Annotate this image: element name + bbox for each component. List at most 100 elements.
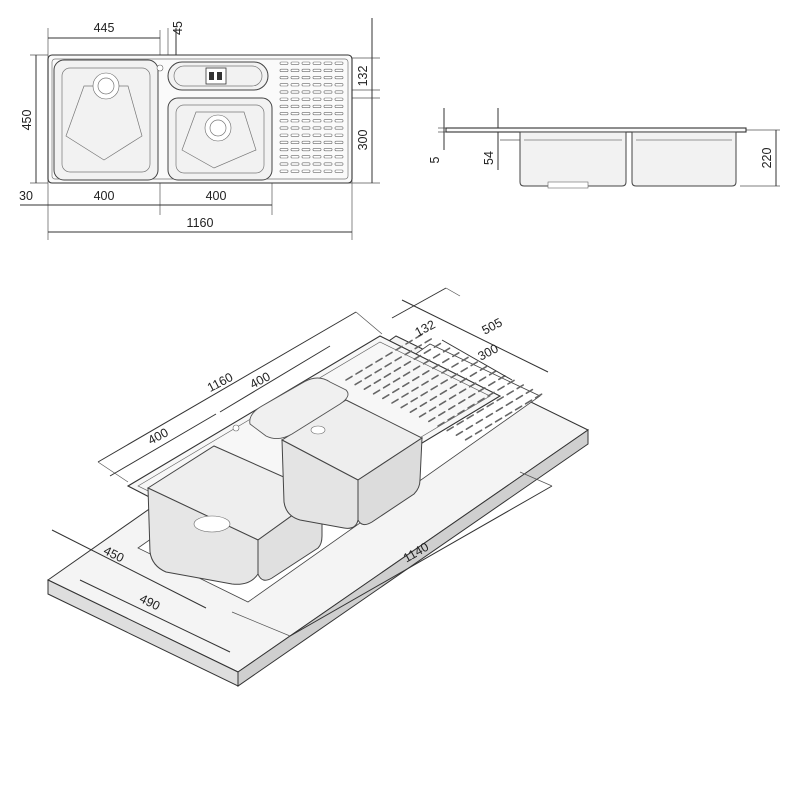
dim-54: 54: [482, 151, 496, 165]
drainer-groove: [312, 97, 322, 101]
iso-drainer-groove: [458, 388, 467, 394]
iso-drainer-groove: [432, 353, 441, 359]
iso-drainer-groove: [469, 371, 478, 378]
drainer-groove: [301, 126, 311, 130]
drainer-groove: [312, 119, 322, 123]
drainer-groove: [312, 68, 322, 72]
drainer-groove: [334, 112, 344, 116]
iso-drainer-groove: [504, 411, 513, 417]
drainer-groove: [312, 112, 322, 116]
iso-drainer-groove: [420, 391, 429, 397]
iso-drainer-groove: [477, 386, 486, 393]
iso-drainer-groove: [364, 374, 373, 380]
iso-drainer-groove: [525, 388, 534, 395]
iso-drainer-groove: [496, 396, 505, 402]
iso-drainer-groove: [402, 371, 411, 377]
iso-drainer-groove: [375, 357, 383, 363]
iso-drainer-groove: [506, 390, 515, 396]
drainer-groove: [279, 68, 289, 72]
drainer-groove: [334, 83, 344, 87]
drainer-groove: [312, 104, 322, 108]
side-rim: [445, 127, 747, 133]
iso-drainer-groove: [410, 397, 419, 403]
dim-300: 300: [356, 130, 370, 151]
iso-drainer-groove: [365, 363, 373, 369]
iso-dim-132: 132: [413, 317, 438, 339]
iso-drainer-groove: [345, 375, 353, 381]
iso-drainer-groove: [456, 420, 465, 426]
drainer-groove: [279, 97, 289, 101]
drainer-groove: [312, 90, 322, 94]
drainer-groove: [334, 126, 344, 130]
iso-drainer-groove: [395, 345, 403, 351]
iso-drainer-groove: [381, 393, 390, 400]
iso-drainer-groove: [477, 397, 485, 403]
drainer-groove: [279, 90, 289, 94]
drainer-groove: [323, 104, 333, 108]
dim-132: 132: [356, 66, 370, 87]
iso-drainer-groove: [374, 368, 383, 374]
iso-drainer-groove: [486, 402, 495, 408]
drainer-groove: [301, 90, 311, 94]
drainer-groove: [290, 97, 300, 101]
drainer-groove: [290, 169, 300, 173]
iso-drainer-groove: [467, 392, 476, 399]
iso-drainer-groove: [422, 359, 431, 365]
drainer-groove: [334, 162, 344, 166]
dim-450: 450: [20, 110, 34, 131]
iso-drainer-groove: [466, 414, 475, 420]
iso-drainer-groove: [414, 344, 423, 350]
drainer-groove: [290, 61, 300, 65]
iso-left-drain-icon: [193, 515, 231, 533]
iso-drainer-groove: [413, 354, 422, 361]
iso-drainer-groove: [470, 361, 479, 367]
iso-drainer-groove: [446, 426, 455, 432]
drainer-groove: [301, 104, 311, 108]
iso-drainer-groove: [418, 412, 427, 418]
drainer-groove: [301, 155, 311, 159]
dim-5: 5: [428, 156, 442, 163]
iso-dim-300: 300: [476, 341, 501, 363]
iso-drainer-groove: [476, 408, 485, 414]
iso-drainer-groove: [424, 338, 433, 344]
iso-drainer-groove: [451, 351, 460, 358]
drainer-groove: [301, 119, 311, 123]
iso-drainer-groove: [391, 387, 400, 394]
drainer-groove: [290, 112, 300, 116]
iso-drainer-groove: [464, 435, 473, 441]
drainer-groove: [334, 104, 344, 108]
iso-drainer-groove: [401, 392, 409, 398]
drainer-groove: [279, 155, 289, 159]
iso-drainer-groove: [431, 374, 439, 380]
drainer-groove: [323, 61, 333, 65]
drainer-groove: [279, 133, 289, 137]
drainer-groove: [279, 148, 289, 152]
iso-drainer-groove: [494, 417, 503, 423]
iso-drainer-groove: [457, 398, 466, 405]
drainer-groove: [279, 162, 289, 166]
iso-drainer-groove: [455, 430, 464, 437]
iso-drainer-groove: [393, 366, 402, 373]
iso-drainer-groove: [488, 370, 497, 376]
drainer-grooves: [279, 61, 344, 173]
iso-drainer-groove: [363, 384, 372, 391]
drainer-groove: [334, 169, 344, 173]
drainer-groove: [290, 133, 300, 137]
iso-drainer-groove: [412, 365, 421, 371]
iso-drainer-groove: [427, 416, 436, 423]
iso-right-drain-icon: [310, 425, 326, 435]
iso-drainer-groove: [441, 368, 449, 374]
dim-400-right: 400: [206, 189, 227, 203]
drainer-groove: [334, 68, 344, 72]
iso-drainer-groove: [431, 363, 440, 370]
iso-drainer-groove: [459, 377, 468, 384]
drainer-groove: [323, 169, 333, 173]
drainer-groove: [279, 140, 289, 144]
left-drain-icon: [92, 72, 120, 100]
iso-drainer-groove: [487, 391, 495, 397]
iso-drainer-groove: [450, 373, 459, 379]
iso-drainer-groove: [437, 410, 446, 417]
drainer-groove: [301, 112, 311, 116]
top-view: 445 45 132 300 450 30 400 400 1160: [19, 18, 380, 240]
